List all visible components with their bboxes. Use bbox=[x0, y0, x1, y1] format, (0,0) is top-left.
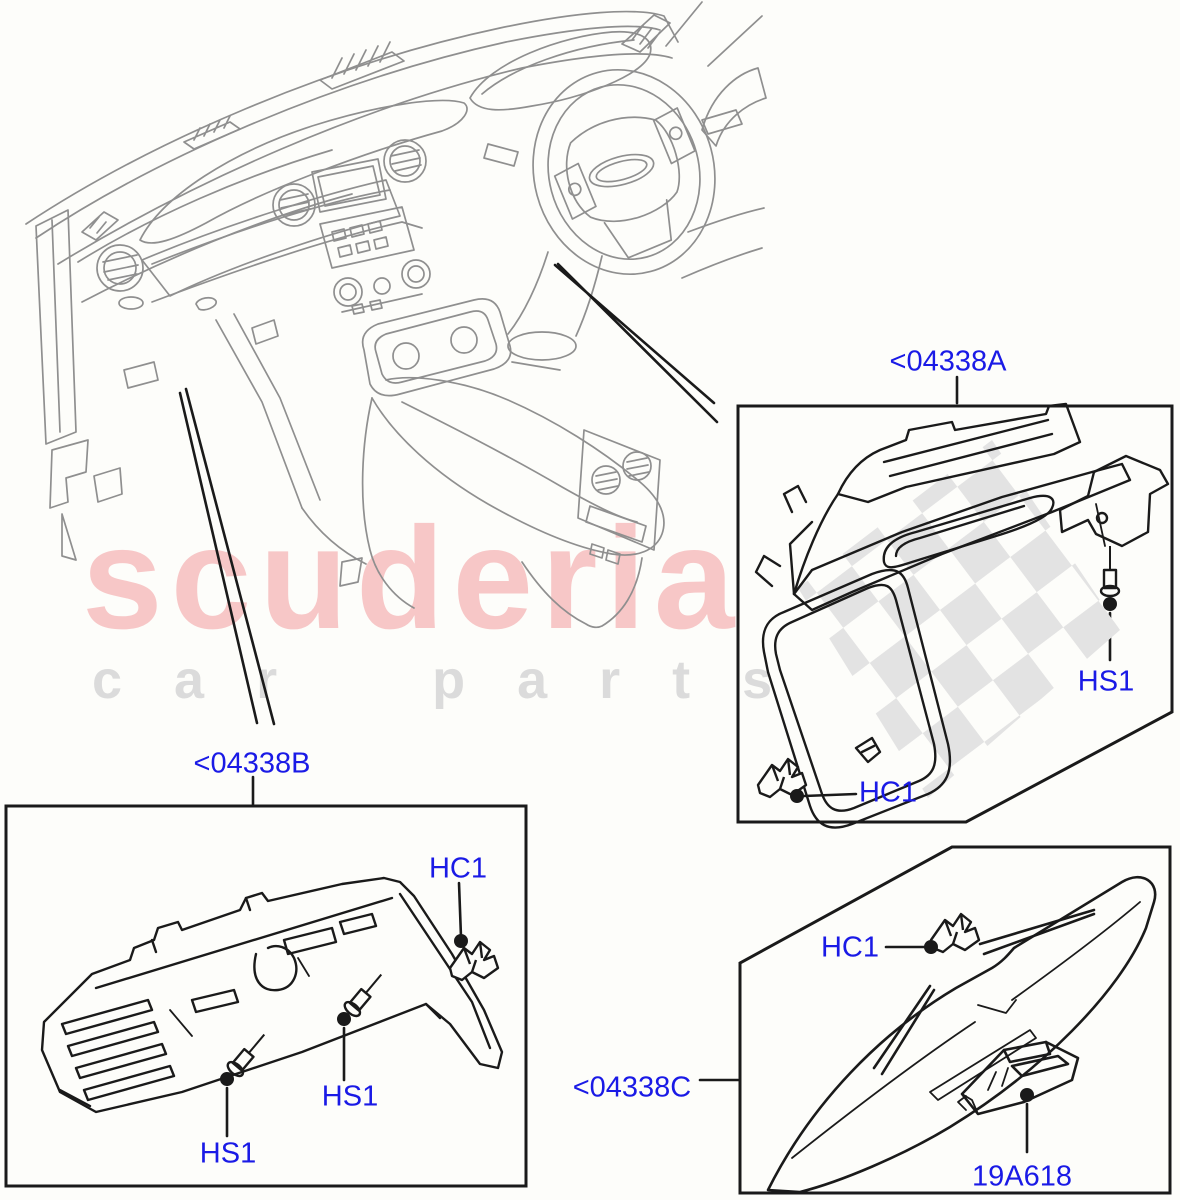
callout-label-hs1-b1[interactable]: HS1 bbox=[199, 1137, 257, 1170]
screw-hs1-a bbox=[1099, 544, 1121, 613]
part-label-04338a[interactable]: <04338A bbox=[889, 345, 1007, 378]
callout-label-19a618[interactable]: 19A618 bbox=[972, 1160, 1072, 1193]
checker-watermark bbox=[798, 440, 1120, 798]
clip-hc1-b bbox=[448, 940, 500, 982]
callout-dot bbox=[454, 934, 468, 948]
box-border-a bbox=[736, 404, 1174, 824]
callout-dot bbox=[790, 789, 804, 803]
watermark-brand: scuderia bbox=[82, 497, 743, 659]
part-label-04338b[interactable]: <04338B bbox=[193, 747, 311, 780]
part-box-04338c bbox=[738, 845, 1172, 1195]
part-box-04338a bbox=[736, 402, 1174, 829]
box-border-c bbox=[738, 845, 1172, 1195]
box-border-b bbox=[4, 804, 528, 1188]
steering-wheel bbox=[532, 68, 716, 276]
callout-label-hc1-c[interactable]: HC1 bbox=[820, 931, 880, 964]
callout-dot bbox=[1020, 1088, 1034, 1102]
part-drawing-column-cover bbox=[754, 402, 1170, 829]
callout-label-hs1-b2[interactable]: HS1 bbox=[321, 1080, 379, 1113]
callout-label-hc1-a[interactable]: HC1 bbox=[858, 776, 918, 809]
dashboard-illustration bbox=[25, 1, 767, 629]
callout-dot bbox=[924, 940, 938, 954]
part-drawing-lower-panel bbox=[40, 876, 504, 1114]
watermark-tagline: car parts bbox=[92, 650, 825, 710]
callout-label-hs1-a[interactable]: HS1 bbox=[1077, 665, 1135, 698]
screw-hs1-b1 bbox=[214, 1027, 273, 1092]
callout-label-hc1-b[interactable]: HC1 bbox=[428, 852, 488, 885]
clip-hc1-c bbox=[929, 912, 981, 954]
part-box-04338b bbox=[4, 804, 528, 1188]
part-label-04338c[interactable]: <04338C bbox=[572, 1071, 692, 1104]
part-drawing-glovebox-garnish bbox=[766, 876, 1157, 1194]
